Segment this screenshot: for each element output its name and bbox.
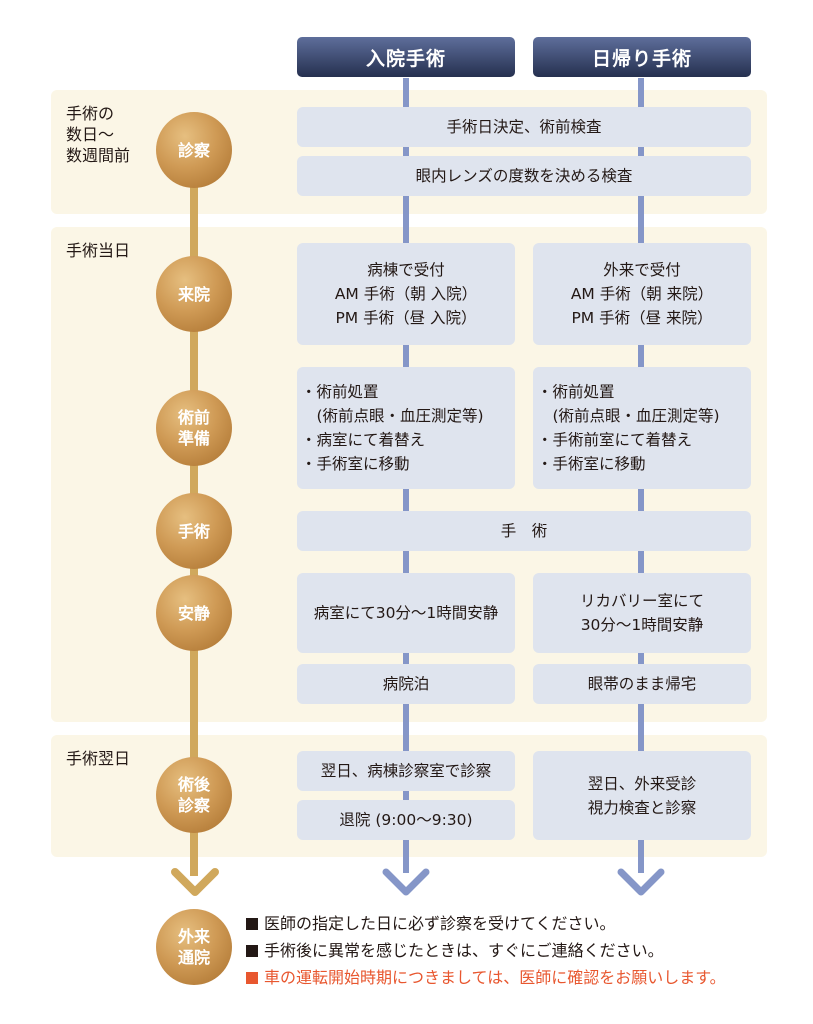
- square-bullet-icon: [246, 918, 258, 930]
- daysurgery-column-header: 日帰り手術: [533, 37, 751, 77]
- step-outpatient-circle: 外来 通院: [156, 909, 232, 985]
- note-text: 車の運転開始時期につきましては、医師に確認をお願いします。: [264, 968, 726, 987]
- note-text: 医師の指定した日に必ず診察を受けてください。: [264, 914, 616, 933]
- surgery-date-box: 手術日決定、術前検査: [297, 107, 751, 147]
- daysurgery-next-exam-box: 翌日、外来受診 視力検査と診察: [533, 751, 751, 840]
- step-surgery-circle: 手術: [156, 493, 232, 569]
- discharge-box: 退院 (9:00〜9:30): [297, 800, 515, 840]
- daysurgery-rest-box: リカバリー室にて 30分〜1時間安静: [533, 573, 751, 653]
- daysurgery-arrow-icon: [617, 868, 665, 896]
- inpatient-arrival-box: 病棟で受付 AM 手術（朝 入院） PM 手術（昼 入院）: [297, 243, 515, 345]
- note-item: 手術後に異常を感じたときは、すぐにご連絡ください。: [246, 937, 726, 964]
- square-bullet-icon: [246, 945, 258, 957]
- hospital-stay-box: 病院泊: [297, 664, 515, 704]
- step-exam-circle: 診察: [156, 112, 232, 188]
- step-postop-circle: 術後 診察: [156, 757, 232, 833]
- phase-label-next: 手術翌日: [66, 749, 131, 768]
- inpatient-prep-box: ・術前処置 (術前点眼・血圧測定等) ・病室にて着替え ・手術室に移動: [297, 367, 515, 489]
- go-home-box: 眼帯のまま帰宅: [533, 664, 751, 704]
- phase-label-day: 手術当日: [66, 241, 131, 260]
- step-prep-circle: 術前 準備: [156, 390, 232, 466]
- square-bullet-icon: [246, 972, 258, 984]
- step-rest-circle: 安静: [156, 575, 232, 651]
- inpatient-rest-box: 病室にて30分〜1時間安静: [297, 573, 515, 653]
- inpatient-column-header: 入院手術: [297, 37, 515, 77]
- daysurgery-arrival-box: 外来で受付 AM 手術（朝 来院） PM 手術（昼 来院）: [533, 243, 751, 345]
- surgery-box: 手 術: [297, 511, 751, 551]
- timeline-arrow-icon: [171, 868, 219, 896]
- step-arrival-circle: 来院: [156, 256, 232, 332]
- lens-exam-box: 眼内レンズの度数を決める検査: [297, 156, 751, 196]
- notes-list: 医師の指定した日に必ず診察を受けてください。 手術後に異常を感じたときは、すぐに…: [246, 910, 726, 991]
- note-text: 手術後に異常を感じたときは、すぐにご連絡ください。: [264, 941, 664, 960]
- inpatient-arrow-icon: [382, 868, 430, 896]
- note-item: 医師の指定した日に必ず診察を受けてください。: [246, 910, 726, 937]
- note-item-alert: 車の運転開始時期につきましては、医師に確認をお願いします。: [246, 964, 726, 991]
- phase-label-before: 手術の 数日〜 数週間前: [66, 104, 131, 165]
- inpatient-next-exam-box: 翌日、病棟診察室で診察: [297, 751, 515, 791]
- daysurgery-prep-box: ・術前処置 (術前点眼・血圧測定等) ・手術前室にて着替え ・手術室に移動: [533, 367, 751, 489]
